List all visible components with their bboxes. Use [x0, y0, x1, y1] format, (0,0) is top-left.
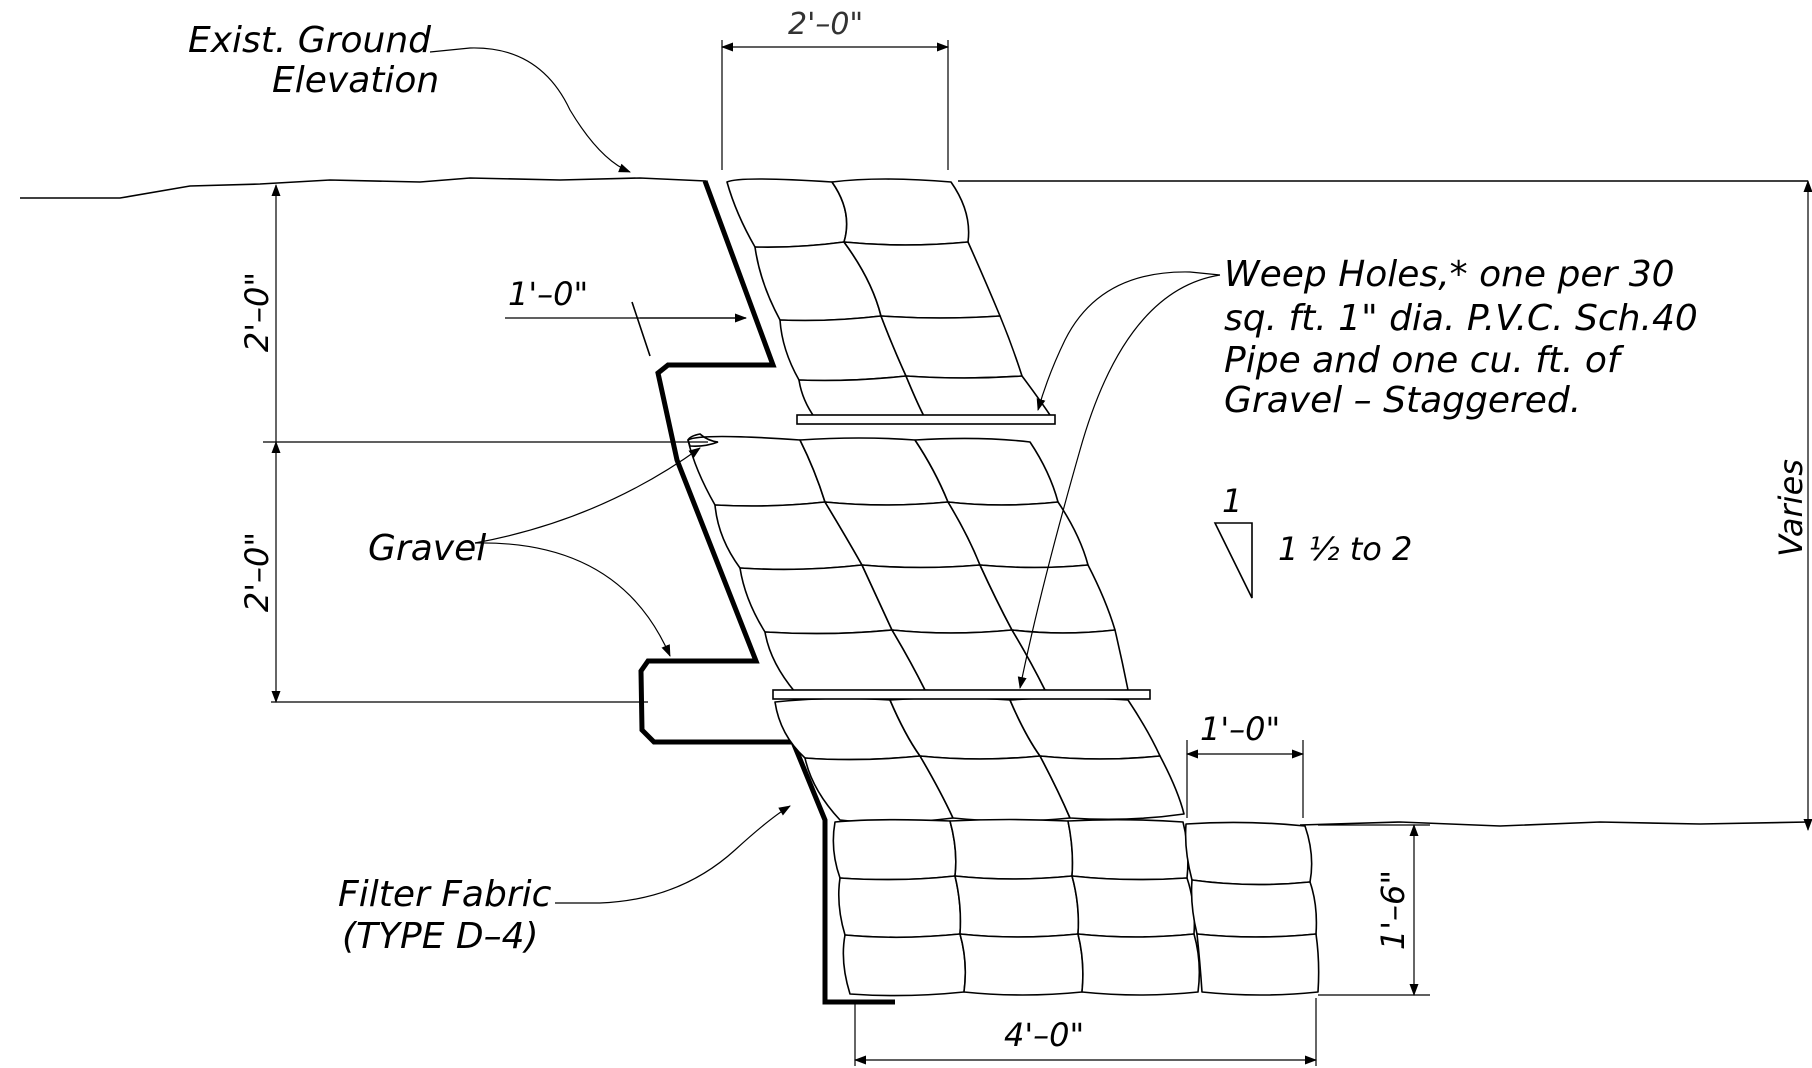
- slope-triangle: [1213, 522, 1253, 599]
- filter-fabric-line: [638, 180, 895, 1005]
- dimension-bench-offset: [505, 301, 747, 357]
- filter-fabric-label-line1: Filter Fabric: [338, 874, 552, 915]
- stones-lower-tier: [774, 697, 1185, 824]
- leader-weep-lower: [1017, 274, 1221, 689]
- weep-hole-pipe-upper: [796, 414, 1056, 425]
- weep-holes-label-line4: Gravel – Staggered.: [1224, 380, 1581, 421]
- dimension-base-width: [854, 998, 1317, 1066]
- dimension-bench-offset-text: 1'–0": [508, 275, 588, 313]
- gravel-pocket-upper: [687, 433, 719, 447]
- leader-weep-upper: [1036, 271, 1221, 411]
- stones-upper-tier: [726, 178, 1053, 422]
- gravel-label: Gravel: [368, 528, 486, 569]
- weep-holes-label-line3: Pipe and one cu. ft. of: [1224, 340, 1625, 381]
- slope-rise-text: 1: [1222, 482, 1242, 520]
- exist-ground-label-line1: Exist. Ground: [188, 20, 432, 61]
- dimension-upper-height-text: 2'–0": [238, 272, 276, 352]
- leader-gravel-lower: [474, 542, 671, 657]
- dimension-toe-height-text: 1'–6": [1374, 870, 1412, 950]
- dimension-middle-height-text: 2'–0": [238, 532, 276, 612]
- stones-toe-rows: [832, 818, 1320, 997]
- weep-holes-label-line2: sq. ft. 1" dia. P.V.C. Sch.40: [1224, 298, 1698, 339]
- dimension-left-vertical: [263, 184, 708, 703]
- dimension-toe-height: [1318, 824, 1430, 996]
- dimension-top-width: [721, 40, 949, 170]
- slope-run-text: 1 ½ to 2: [1278, 530, 1412, 568]
- stones-middle-tier: [687, 435, 1129, 695]
- dimension-toe-width-text: 1'–0": [1200, 710, 1280, 748]
- weep-hole-pipe-lower: [772, 689, 1151, 700]
- weep-holes-label-line1: Weep Holes,* one per 30: [1224, 254, 1675, 295]
- leader-exist-ground: [429, 47, 631, 173]
- exist-ground-label-line2: Elevation: [272, 60, 439, 101]
- dimension-base-width-text: 4'–0": [1004, 1016, 1084, 1054]
- existing-ground-line-toe: [1299, 821, 1809, 827]
- existing-ground-line-left: [20, 177, 707, 199]
- varies-label: Varies: [1772, 459, 1810, 557]
- dimension-toe-width: [1186, 740, 1304, 818]
- leader-gravel-upper: [474, 447, 701, 544]
- dimension-top-width-text: 2'–0": [788, 7, 863, 42]
- filter-fabric-label-line2: (TYPE D–4): [342, 916, 539, 957]
- leader-filter-fabric: [555, 805, 791, 904]
